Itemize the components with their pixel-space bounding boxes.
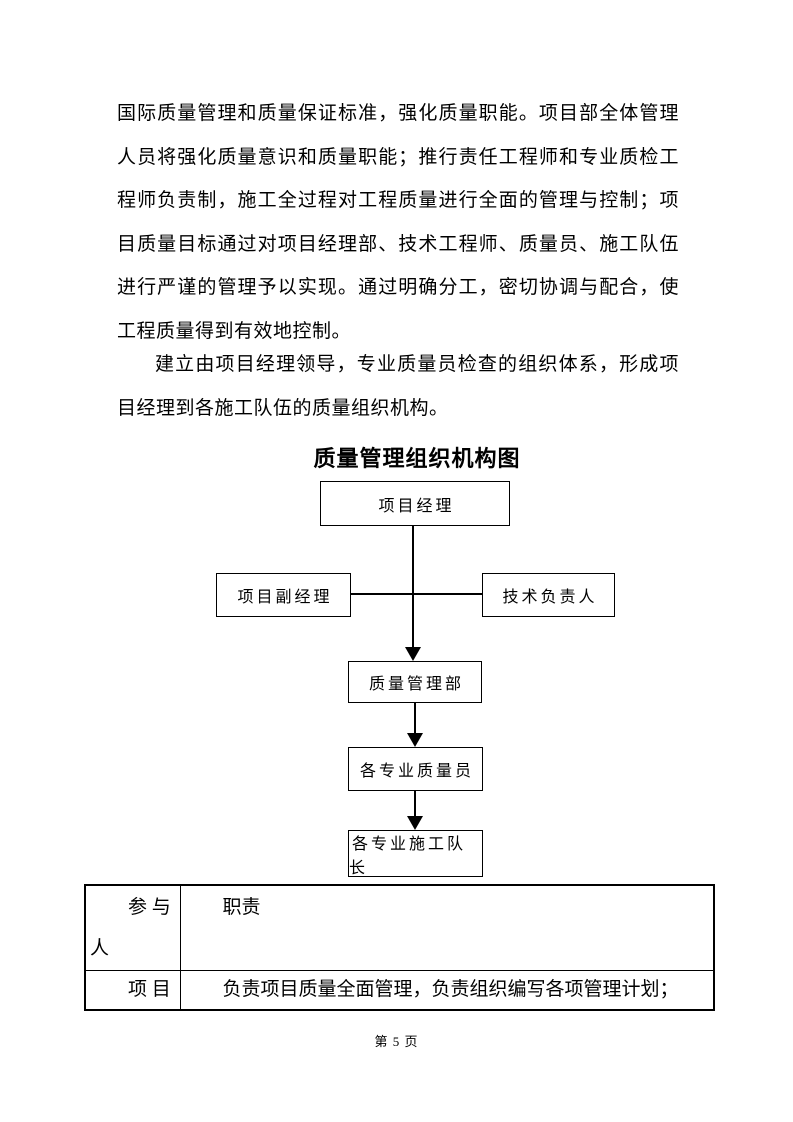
connector-line-horizontal bbox=[351, 593, 482, 595]
page-number: 第 5 页 bbox=[374, 1034, 419, 1049]
arrow-down-icon bbox=[407, 733, 423, 747]
connector-line-vertical-3 bbox=[414, 791, 416, 817]
responsibility-table: 参 与 人 职责 项 目 负责项目质量全面管理，负责组织编写各项管理计划； bbox=[84, 884, 715, 1011]
org-node-team-leaders: 各专业施工队长 bbox=[348, 830, 483, 877]
table-cell-participant: 项 目 bbox=[84, 970, 181, 1011]
arrow-down-icon bbox=[405, 647, 421, 661]
connector-line-vertical-2 bbox=[414, 703, 416, 734]
org-node-quality-staff: 各专业质量员 bbox=[348, 747, 483, 791]
table-cell-duty: 负责项目质量全面管理，负责组织编写各项管理计划； bbox=[179, 970, 715, 1011]
org-node-project-manager: 项目经理 bbox=[320, 481, 510, 526]
org-node-technical-director: 技术负责人 bbox=[482, 573, 615, 617]
arrow-down-icon bbox=[407, 816, 423, 830]
table-header-participant: 参 与 人 bbox=[84, 884, 181, 971]
table-row: 项 目 负责项目质量全面管理，负责组织编写各项管理计划； bbox=[84, 970, 715, 1011]
table-header-duty: 职责 bbox=[179, 884, 715, 971]
table-header-row: 参 与 人 职责 bbox=[84, 884, 715, 971]
body-paragraph-2: 建立由项目经理领导，专业质量员检查的组织体系，形成项目经理到各施工队伍的质量组织… bbox=[117, 354, 679, 419]
org-chart-title: 质量管理组织机构图 bbox=[313, 446, 521, 471]
org-node-deputy-project-manager: 项目副经理 bbox=[216, 573, 351, 617]
org-node-quality-dept: 质量管理部 bbox=[348, 661, 482, 703]
connector-line-vertical-1 bbox=[412, 526, 414, 647]
body-paragraph-1: 国际质量管理和质量保证标准，强化质量职能。项目部全体管理人员将强化质量意识和质量… bbox=[117, 103, 679, 342]
